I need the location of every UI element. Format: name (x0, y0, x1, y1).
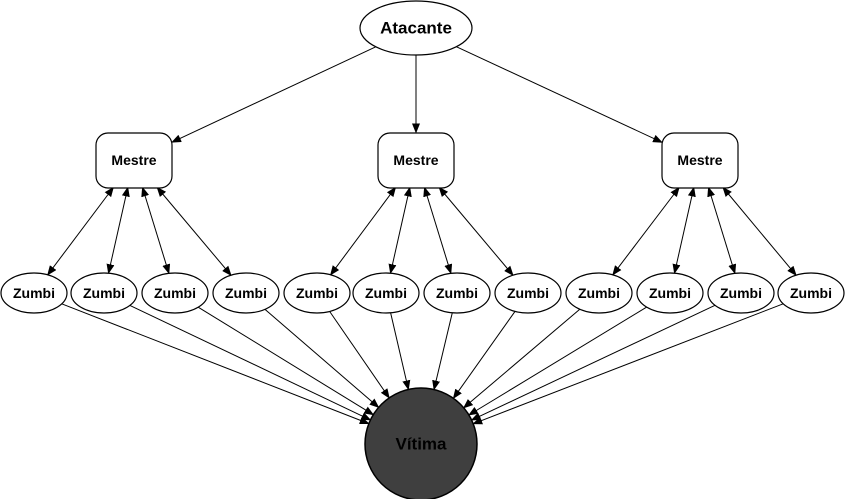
zombie-node: Zumbi (70, 272, 138, 314)
zombie-shape (141, 272, 209, 314)
zombie-node: Zumbi (636, 272, 704, 314)
zombie-label: Zumbi (436, 285, 478, 301)
zombie-victim-edge (129, 304, 372, 421)
attacker-label: Atacante (380, 19, 452, 38)
master-zombie-edge (722, 186, 797, 276)
master-zombie-edge (388, 186, 412, 275)
victim-node: Vítima (364, 387, 478, 499)
zombie-shape (352, 272, 420, 314)
master-zombie-edge (612, 186, 680, 276)
zombie-shape (494, 272, 562, 314)
master-label: Mestre (111, 152, 156, 168)
master-label: Mestre (677, 152, 722, 168)
zombie-shape (707, 272, 775, 314)
master-zombie-edge (156, 186, 232, 276)
attacker-master-edge (171, 46, 377, 143)
master-zombie-edge (106, 186, 130, 275)
master-zombie-edge (672, 186, 696, 275)
master-zombie-edge (423, 186, 453, 275)
zombie-node: Zumbi (707, 272, 775, 314)
master-node: Mestre (377, 132, 455, 189)
attacker-master-edge (456, 46, 663, 143)
victim-label: Vítima (395, 435, 447, 454)
zombie-label: Zumbi (225, 285, 267, 301)
zombie-victim-edge (197, 306, 375, 416)
zombie-shape (70, 272, 138, 314)
zombie-node: Zumbi (0, 272, 68, 314)
zombie-shape (777, 272, 845, 314)
zombie-victim-edge (432, 312, 453, 391)
zombie-victim-edge (390, 312, 411, 391)
edges-layer (47, 46, 797, 425)
zombie-victim-edge (472, 303, 784, 425)
zombie-shape (636, 272, 704, 314)
master-shape (377, 132, 455, 189)
zombie-victim-edge (329, 311, 390, 399)
zombie-label: Zumbi (83, 285, 125, 301)
master-shape (95, 132, 173, 189)
zombie-shape (423, 272, 491, 314)
master-label: Mestre (393, 152, 438, 168)
zombie-node: Zumbi (283, 272, 351, 314)
zombie-node: Zumbi (423, 272, 491, 314)
zombie-label: Zumbi (578, 285, 620, 301)
master-node: Mestre (661, 132, 739, 189)
zombie-label: Zumbi (296, 285, 338, 301)
zombie-victim-edge (468, 306, 647, 416)
attacker-node: Atacante (359, 0, 473, 56)
zombie-shape (212, 272, 280, 314)
master-zombie-edge (141, 186, 171, 275)
zombie-node: Zumbi (212, 272, 280, 314)
zombie-victim-edge (61, 303, 370, 425)
master-node: Mestre (95, 132, 173, 189)
zombie-label: Zumbi (790, 285, 832, 301)
zombie-label: Zumbi (507, 285, 549, 301)
zombie-victim-edge (462, 308, 581, 409)
zombie-shape (565, 272, 633, 314)
master-shape (661, 132, 739, 189)
zombie-label: Zumbi (13, 285, 55, 301)
attacker-shape (359, 0, 473, 56)
zombie-victim-edge (264, 309, 380, 409)
zombie-label: Zumbi (154, 285, 196, 301)
zombie-label: Zumbi (649, 285, 691, 301)
master-zombie-edge (438, 186, 514, 276)
victim-shape (364, 387, 478, 499)
master-zombie-edge (707, 186, 737, 275)
master-zombie-edge (330, 186, 397, 276)
zombie-label: Zumbi (365, 285, 407, 301)
zombie-shape (0, 272, 68, 314)
zombie-shape (283, 272, 351, 314)
zombie-node: Zumbi (494, 272, 562, 314)
zombie-node: Zumbi (141, 272, 209, 314)
zombie-node: Zumbi (352, 272, 420, 314)
master-zombie-edge (47, 186, 114, 276)
zombie-victim-edge (452, 311, 516, 400)
zombie-label: Zumbi (720, 285, 762, 301)
zombie-victim-edge (470, 304, 716, 421)
zombie-node: Zumbi (565, 272, 633, 314)
zombie-node: Zumbi (777, 272, 845, 314)
